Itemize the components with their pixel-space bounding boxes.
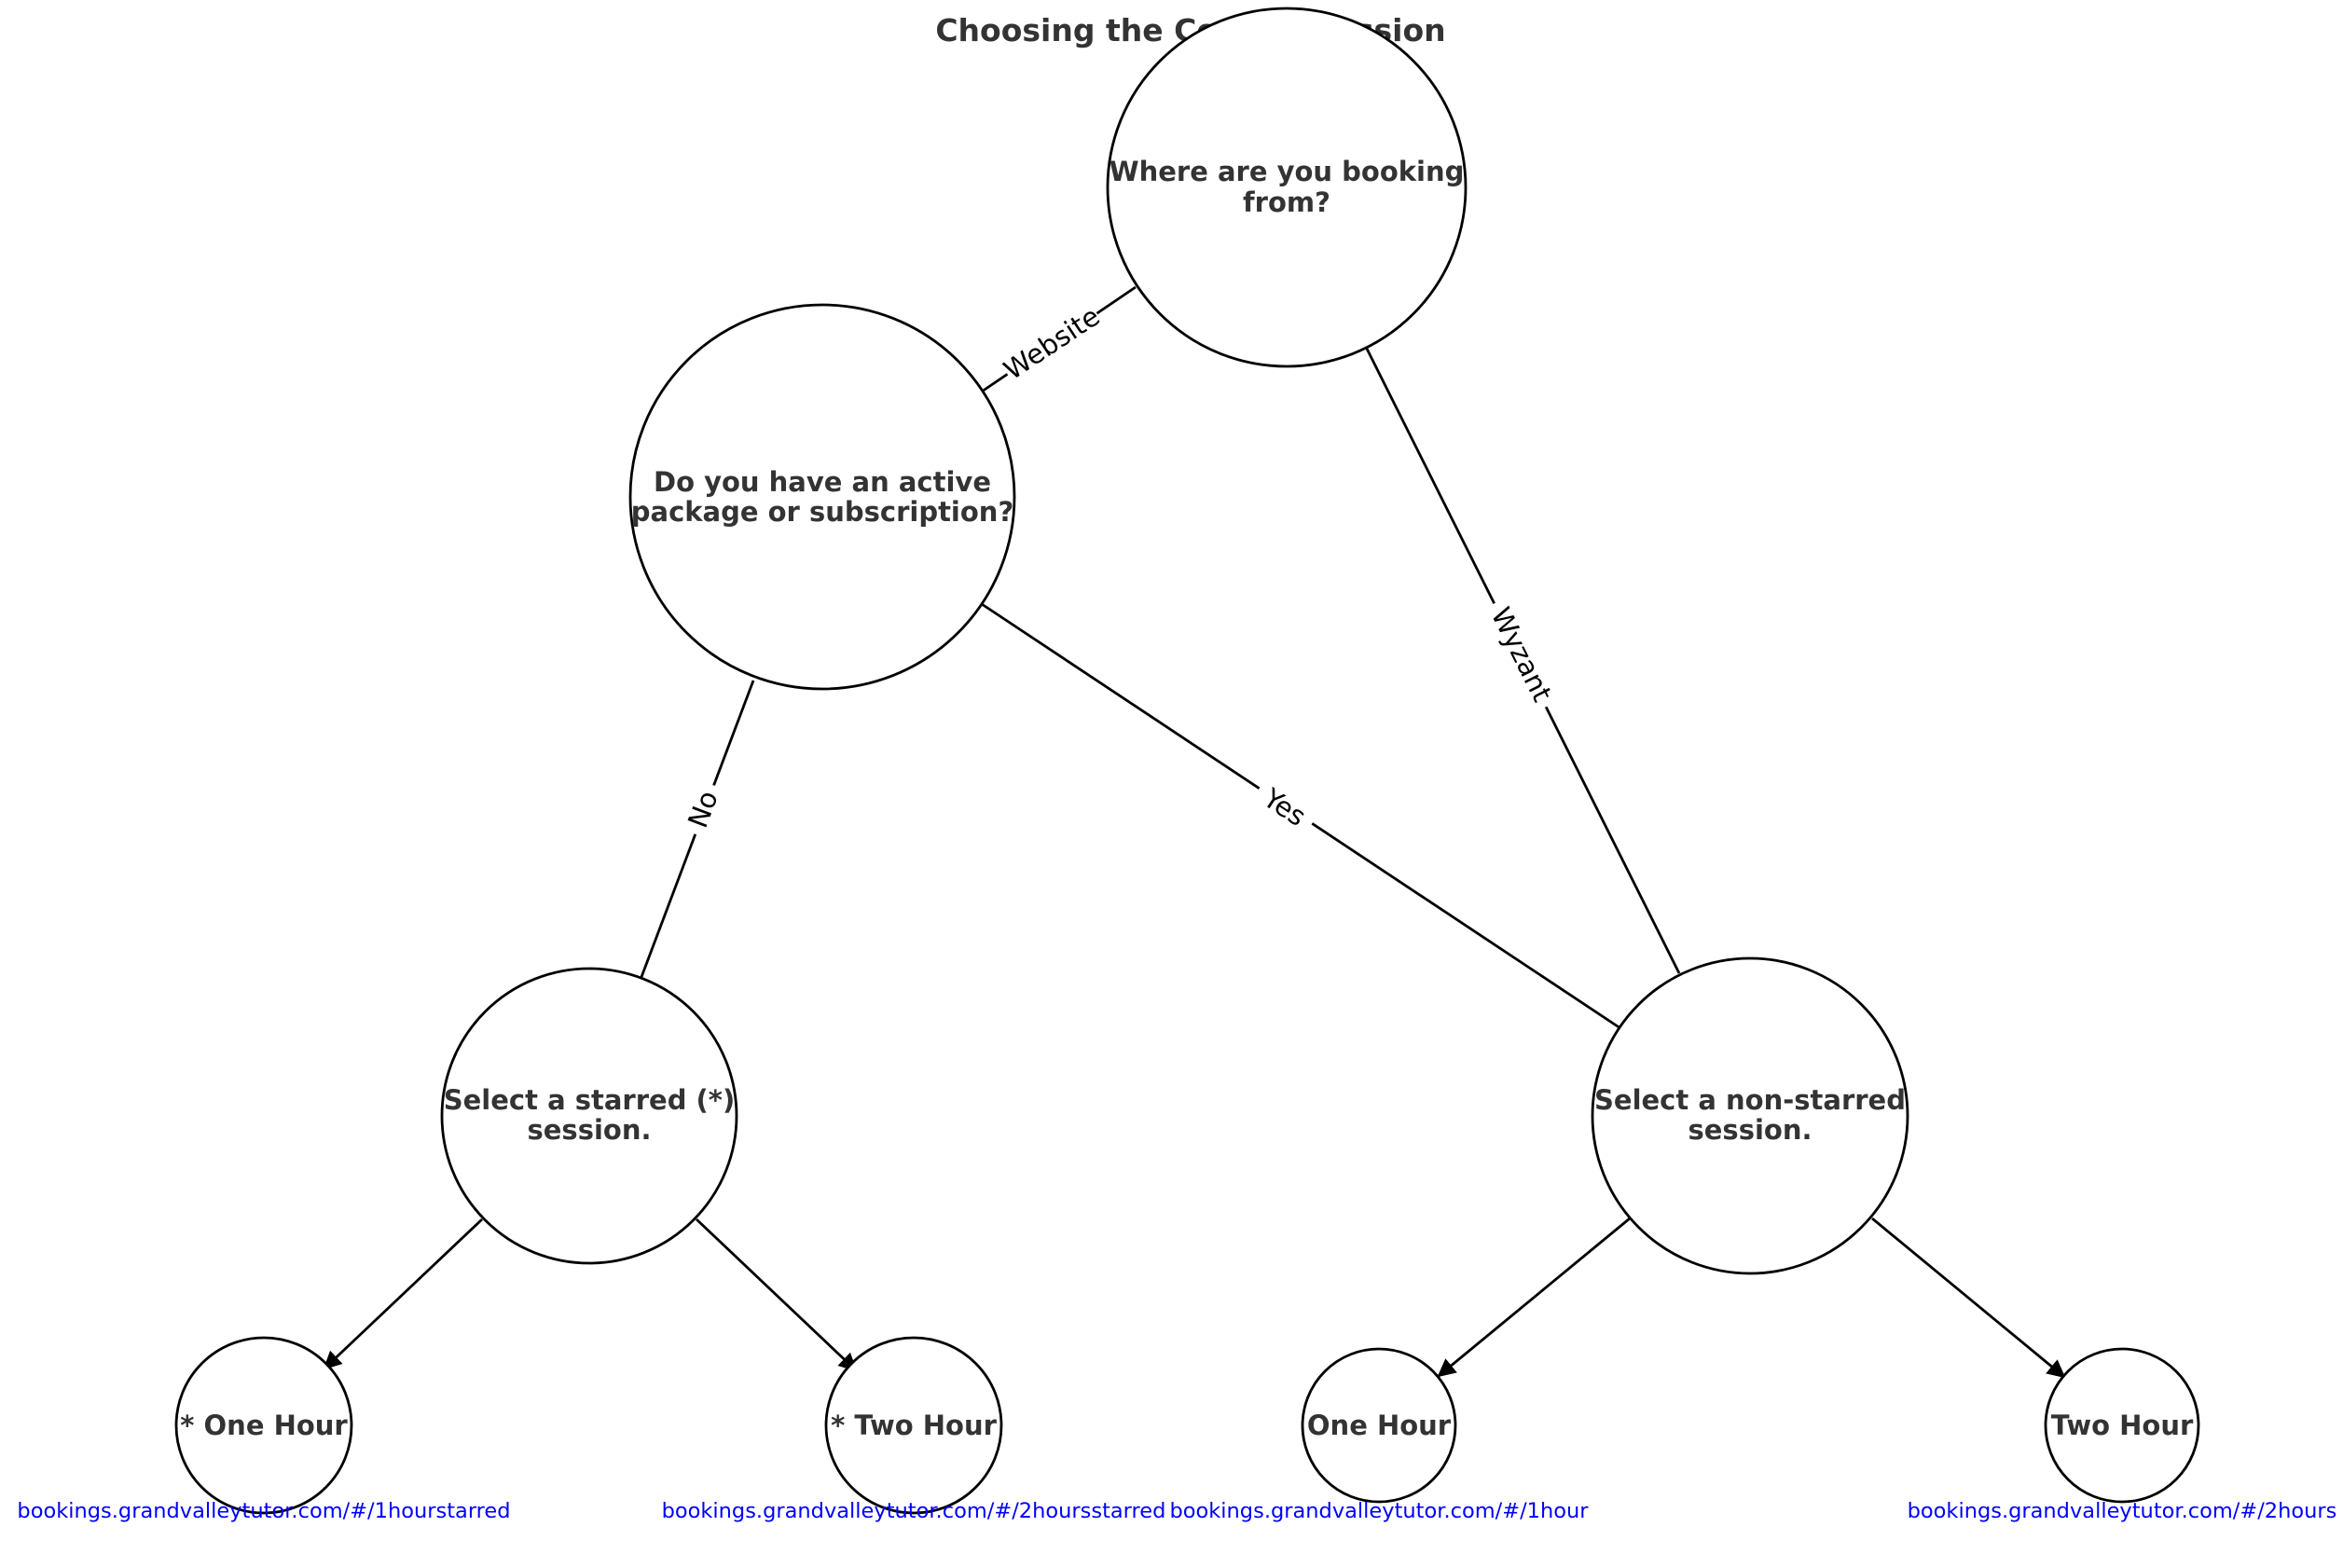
link-2hours[interactable]: bookings.grandvalleytutor.com/#/2hours xyxy=(1908,1499,2337,1523)
node-active-package-line2: package or subscription? xyxy=(631,496,1014,528)
node-one-hour-label: One Hour xyxy=(1307,1410,1452,1441)
node-starred-session: Select a starred (*) session. xyxy=(440,967,738,1265)
node-active-package: Do you have an active package or subscri… xyxy=(628,303,1016,691)
arrow-nonstarred-to-two-hour xyxy=(1871,1217,2066,1379)
node-non-starred-line1: Select a non-starred xyxy=(1594,1084,1906,1116)
node-two-hour-label: Two Hour xyxy=(2051,1410,2194,1441)
svg-text:Website: Website xyxy=(998,300,1105,386)
arrow-starred-to-star-two-hour xyxy=(696,1217,858,1372)
arrow-nonstarred-to-one-hour xyxy=(1437,1217,1631,1378)
node-one-hour: One Hour xyxy=(1301,1347,1457,1504)
node-starred-line2: session. xyxy=(528,1114,652,1146)
node-non-starred-line2: session. xyxy=(1688,1114,1812,1146)
node-star-one-hour: * One Hour xyxy=(174,1336,353,1515)
node-star-two-hour-label: * Two Hour xyxy=(831,1410,998,1441)
link-1hour[interactable]: bookings.grandvalleytutor.com/#/1hour xyxy=(1169,1499,1589,1523)
edge-label-website: Website xyxy=(996,297,1108,389)
node-two-hour: Two Hour xyxy=(2044,1347,2200,1504)
edge-label-yes: Yes xyxy=(1247,774,1322,841)
node-active-package-line1: Do you have an active xyxy=(654,466,991,498)
node-booking-from-line1: Where are you booking xyxy=(1109,156,1465,187)
node-star-one-hour-label: * One Hour xyxy=(180,1410,348,1441)
node-non-starred-session: Select a non-starred session. xyxy=(1591,956,1909,1275)
arrow-starred-to-star-one-hour xyxy=(323,1217,483,1370)
node-star-two-hour: * Two Hour xyxy=(824,1336,1003,1515)
node-booking-from: Where are you booking from? xyxy=(1106,7,1468,368)
link-2hoursstarred[interactable]: bookings.grandvalleytutor.com/#/2hoursst… xyxy=(662,1499,1166,1523)
node-starred-line1: Select a starred (*) xyxy=(444,1084,735,1116)
edge-label-wyzant: Wyzant xyxy=(1479,594,1564,715)
edge-label-no: No xyxy=(676,777,730,841)
node-booking-from-line2: from? xyxy=(1243,186,1330,218)
link-1hourstarred[interactable]: bookings.grandvalleytutor.com/#/1hoursta… xyxy=(17,1499,510,1523)
